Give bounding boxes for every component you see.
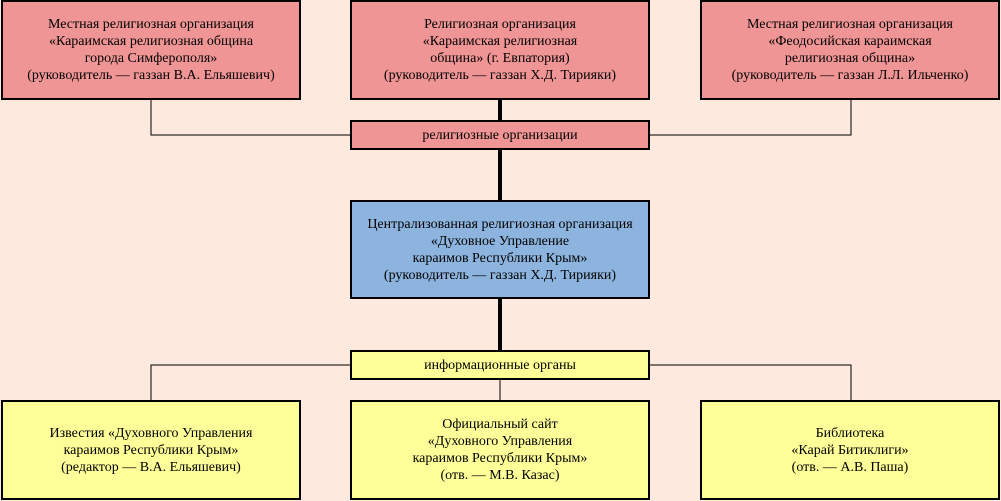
- izvestia-box: Известия «Духовного Управления караимов …: [1, 400, 301, 500]
- religious-orgs-label: религиозные организации: [422, 127, 578, 143]
- official-site-box: Официальный сайт «Духовного Управления к…: [350, 400, 650, 500]
- connector-right-bottom: [650, 364, 852, 400]
- official-site-text: Официальный сайт «Духовного Управления к…: [412, 417, 588, 483]
- central-organization-box: Централизованная религиозная организация…: [350, 200, 650, 299]
- library-box: Библиотека «Карай Битиклиги» (отв. — А.В…: [700, 400, 1000, 500]
- org-evpatoria-box: Религиозная организация «Караимская рели…: [350, 0, 650, 100]
- org-feodosia-text: Местная религиозная организация «Феодоси…: [731, 17, 969, 83]
- info-organs-label: информационные органы: [424, 357, 576, 373]
- connector-right-top: [650, 100, 852, 136]
- org-evpatoria-text: Религиозная организация «Караимская рели…: [383, 17, 617, 83]
- izvestia-text: Известия «Духовного Управления караимов …: [49, 425, 253, 475]
- connector-left-bottom: [150, 364, 350, 400]
- org-feodosia-box: Местная религиозная организация «Феодоси…: [700, 0, 1000, 100]
- religious-orgs-label-box: религиозные организации: [350, 120, 650, 150]
- central-organization-text: Централизованная религиозная организация…: [367, 216, 633, 283]
- info-organs-label-box: информационные органы: [350, 350, 650, 380]
- org-simferopol-box: Местная религиозная организация «Караимс…: [1, 0, 301, 100]
- library-text: Библиотека «Карай Битиклиги» (отв. — А.В…: [791, 425, 909, 475]
- connector-left-top: [150, 100, 350, 136]
- org-simferopol-text: Местная религиозная организация «Караимс…: [27, 17, 275, 83]
